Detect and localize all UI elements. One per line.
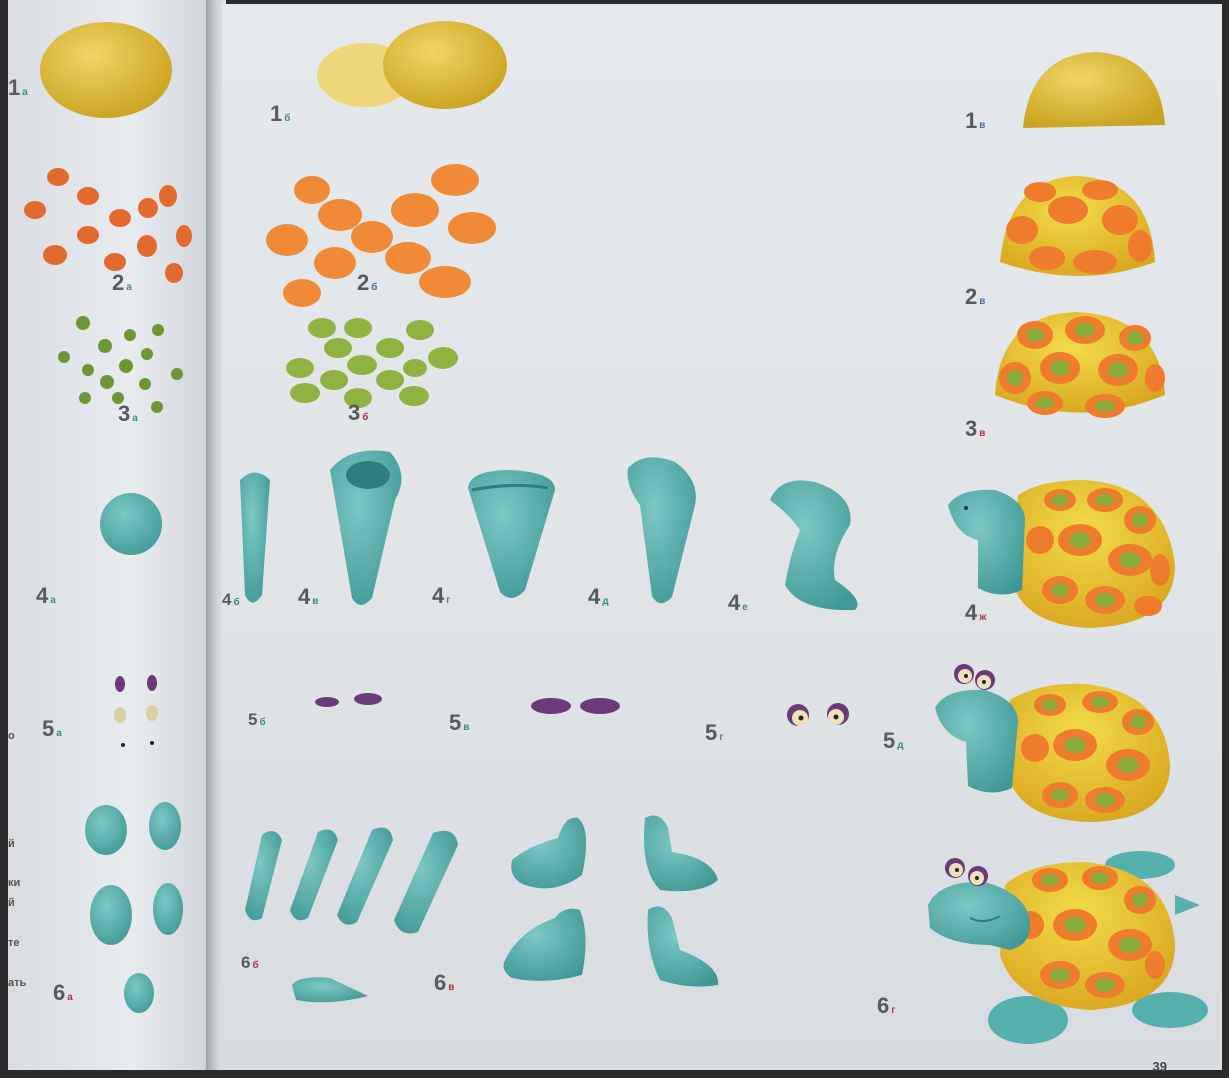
- purple-eyelid-strips: [315, 693, 382, 707]
- edge-text-fragment: ки: [8, 877, 20, 889]
- teal-shaped-legs: [504, 816, 719, 987]
- edge-text-fragment: о: [8, 730, 15, 742]
- shell-with-orange-and-green-spots: [995, 312, 1165, 418]
- yellow-clay-ball: [40, 22, 172, 118]
- edge-text-fragment: й: [8, 838, 15, 850]
- edge-text-fragment: те: [8, 937, 20, 949]
- page-number: 39: [1153, 1059, 1167, 1074]
- teal-pinched-cone: [468, 470, 555, 598]
- green-clay-balls: [58, 316, 183, 413]
- teal-bent-cone: [628, 457, 696, 603]
- green-flat-discs: [286, 318, 458, 408]
- teal-clay-ball: [100, 493, 162, 555]
- eye-clay-pieces: [114, 675, 158, 747]
- teal-clay-sausage: [240, 473, 270, 603]
- turtle-with-eyes: [935, 664, 1170, 822]
- teal-leg-rolls: [245, 828, 458, 1003]
- teal-leg-balls: [85, 802, 183, 1013]
- edge-text-fragment: й: [8, 897, 15, 909]
- purple-flat-eyelids: [531, 698, 620, 714]
- yellow-dome-shell: [1023, 52, 1165, 128]
- teal-curved-neck: [770, 480, 858, 610]
- finished-clay-turtle: [928, 851, 1208, 1044]
- orange-clay-balls: [24, 168, 192, 283]
- teal-hollow-cone: [330, 450, 401, 605]
- shell-with-orange-spots: [1000, 176, 1155, 276]
- edge-text-fragment: ать: [8, 977, 26, 989]
- orange-flat-discs: [266, 164, 496, 307]
- assembled-eyes: [787, 703, 849, 726]
- yellow-clay-flattened-discs: [317, 21, 507, 109]
